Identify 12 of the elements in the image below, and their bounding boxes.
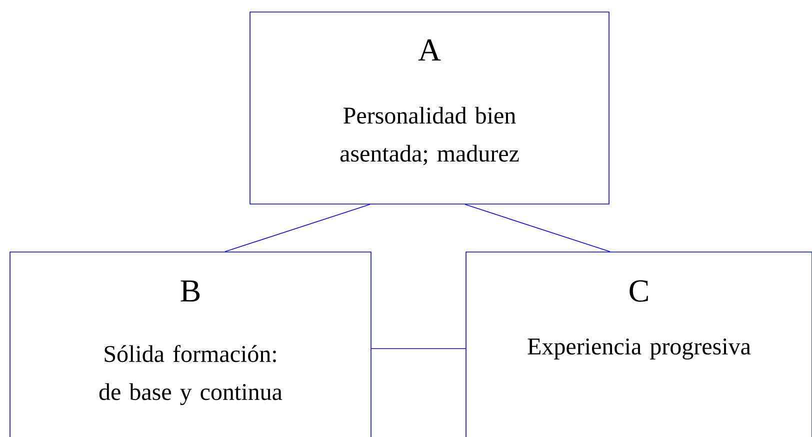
box-text: Experiencia progresiva	[528, 338, 751, 360]
text-box	[10, 252, 372, 437]
connector-line	[224, 204, 370, 252]
box-heading: C	[630, 280, 648, 302]
connector-line	[464, 204, 610, 252]
box-text: Sólida formación: de base y continua	[99, 344, 282, 406]
box-heading: A	[418, 39, 441, 61]
connector-line	[371, 348, 466, 349]
text-box	[250, 12, 610, 204]
text-box	[466, 252, 812, 437]
box-text: Personalidad bien asentada; madurez	[340, 106, 519, 166]
box-heading: B	[180, 280, 200, 302]
